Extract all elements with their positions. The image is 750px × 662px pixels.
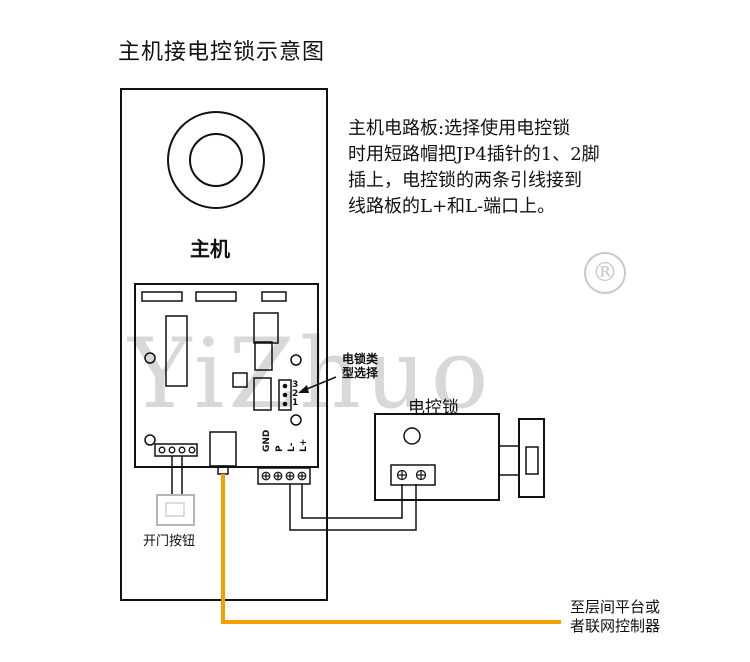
board-hole-1 — [144, 352, 156, 364]
terminal-label-gnd: GND — [262, 429, 272, 452]
lock-terminal — [390, 464, 436, 486]
host-label: 主机 — [190, 237, 230, 261]
electric-lock-label: 电控锁 — [408, 398, 459, 418]
strike-plate — [518, 418, 545, 498]
network-socket — [209, 431, 237, 467]
circuit-board — [134, 283, 319, 468]
board-component-d — [253, 377, 272, 411]
electric-lock-body — [374, 413, 500, 501]
board-hole-3 — [144, 434, 156, 446]
destination-line: 至层间平台或 — [570, 598, 661, 616]
terminal-label-l-plus: L+ — [299, 438, 309, 452]
open-button-label: 开门按钮 — [143, 534, 196, 549]
description-line: 主机电路板:选择使用电控锁 — [348, 118, 571, 139]
description-line: 线路板的L+和L-端口上。 — [348, 196, 556, 217]
button-header — [154, 443, 198, 457]
lock-type-line: 电锁类 — [342, 352, 379, 366]
board-hole-2 — [290, 354, 302, 366]
network-wire — [221, 474, 561, 624]
open-button-body — [156, 494, 195, 526]
board-description: 主机电路板:选择使用电控锁 时用短路帽把JP4插针的1、2脚 插上，电控锁的两条… — [348, 116, 600, 220]
lock-type-line: 型选择 — [342, 366, 379, 380]
description-line: 插上，电控锁的两条引线接到 — [348, 170, 582, 191]
diagram-title: 主机接电控锁示意图 — [118, 40, 326, 65]
board-connector-1 — [141, 291, 183, 302]
board-connector-3 — [261, 291, 287, 302]
destination-line: 者联网控制器 — [570, 617, 661, 635]
camera-lens-inner — [189, 133, 243, 187]
description-line: 时用短路帽把JP4插针的1、2脚 — [348, 144, 600, 165]
board-hole-4 — [290, 414, 302, 426]
camera-lens-outer — [167, 111, 265, 209]
lock-type-label: 电锁类 型选择 — [342, 352, 378, 380]
jumper-jp4 — [278, 379, 292, 411]
terminal-block — [257, 467, 311, 485]
board-component-a — [253, 312, 279, 344]
lock-bolt — [498, 445, 520, 476]
registered-mark: ® — [584, 252, 626, 294]
board-chip-left — [165, 315, 188, 387]
board-connector-2 — [195, 291, 237, 302]
destination-label: 至层间平台或 者联网控制器 — [570, 598, 660, 636]
board-component-c — [232, 372, 248, 388]
lock-cylinder — [403, 427, 421, 445]
terminal-label-l-minus: L- — [287, 442, 297, 452]
board-component-b — [254, 341, 273, 371]
watermark-text: YiZhuo — [128, 318, 493, 430]
terminal-label-p: P — [275, 445, 285, 452]
jumper-pin-3: 3 — [292, 380, 299, 390]
jumper-pin-1: 1 — [292, 398, 299, 408]
jumper-pin-2: 2 — [292, 389, 299, 399]
